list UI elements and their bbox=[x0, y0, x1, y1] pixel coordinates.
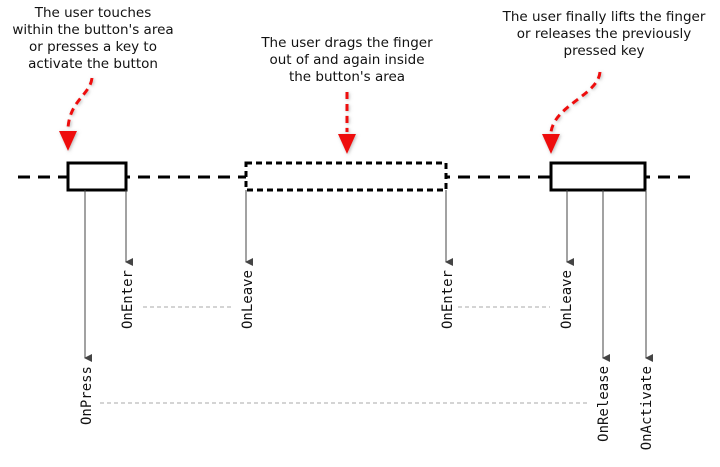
on-press-label: OnPress bbox=[79, 366, 95, 425]
drag-pointer-arrowhead-icon bbox=[338, 134, 356, 154]
on-leave-label-1: OnLeave bbox=[240, 270, 256, 329]
release-pointer-arrowhead-icon bbox=[542, 134, 560, 154]
press-note-line: within the button's area bbox=[12, 22, 173, 38]
press-note-line: or presses a key to bbox=[29, 39, 157, 55]
press-note: The user touches within the button's are… bbox=[12, 5, 173, 72]
drag-note-line: the button's area bbox=[289, 69, 405, 85]
release-note: The user finally lifts the finger or rel… bbox=[502, 9, 706, 59]
on-release-label: OnRelease bbox=[596, 366, 612, 442]
release-note-line: pressed key bbox=[564, 43, 645, 59]
release-pointer-curve bbox=[549, 71, 602, 133]
drag-note: The user drags the finger out of and aga… bbox=[260, 35, 433, 85]
on-activate-label: OnActivate bbox=[639, 366, 655, 450]
press-pointer-curve bbox=[66, 77, 94, 129]
dragged-outside-state-box bbox=[244, 161, 448, 192]
press-note-line: The user touches bbox=[34, 5, 152, 21]
release-note-line: The user finally lifts the finger bbox=[502, 9, 706, 25]
released-state-box bbox=[549, 161, 647, 192]
drag-note-line: out of and again inside bbox=[269, 52, 424, 68]
on-leave-label-2: OnLeave bbox=[559, 270, 575, 329]
on-enter-label-1: OnEnter bbox=[120, 270, 136, 329]
pressed-state-box bbox=[66, 161, 128, 192]
on-enter-label-2: OnEnter bbox=[440, 270, 456, 329]
press-note-line: activate the button bbox=[28, 56, 158, 72]
press-pointer-arrowhead-icon bbox=[59, 131, 77, 151]
release-note-line: or releases the previously bbox=[517, 26, 692, 42]
drag-note-line: The user drags the finger bbox=[260, 35, 433, 51]
